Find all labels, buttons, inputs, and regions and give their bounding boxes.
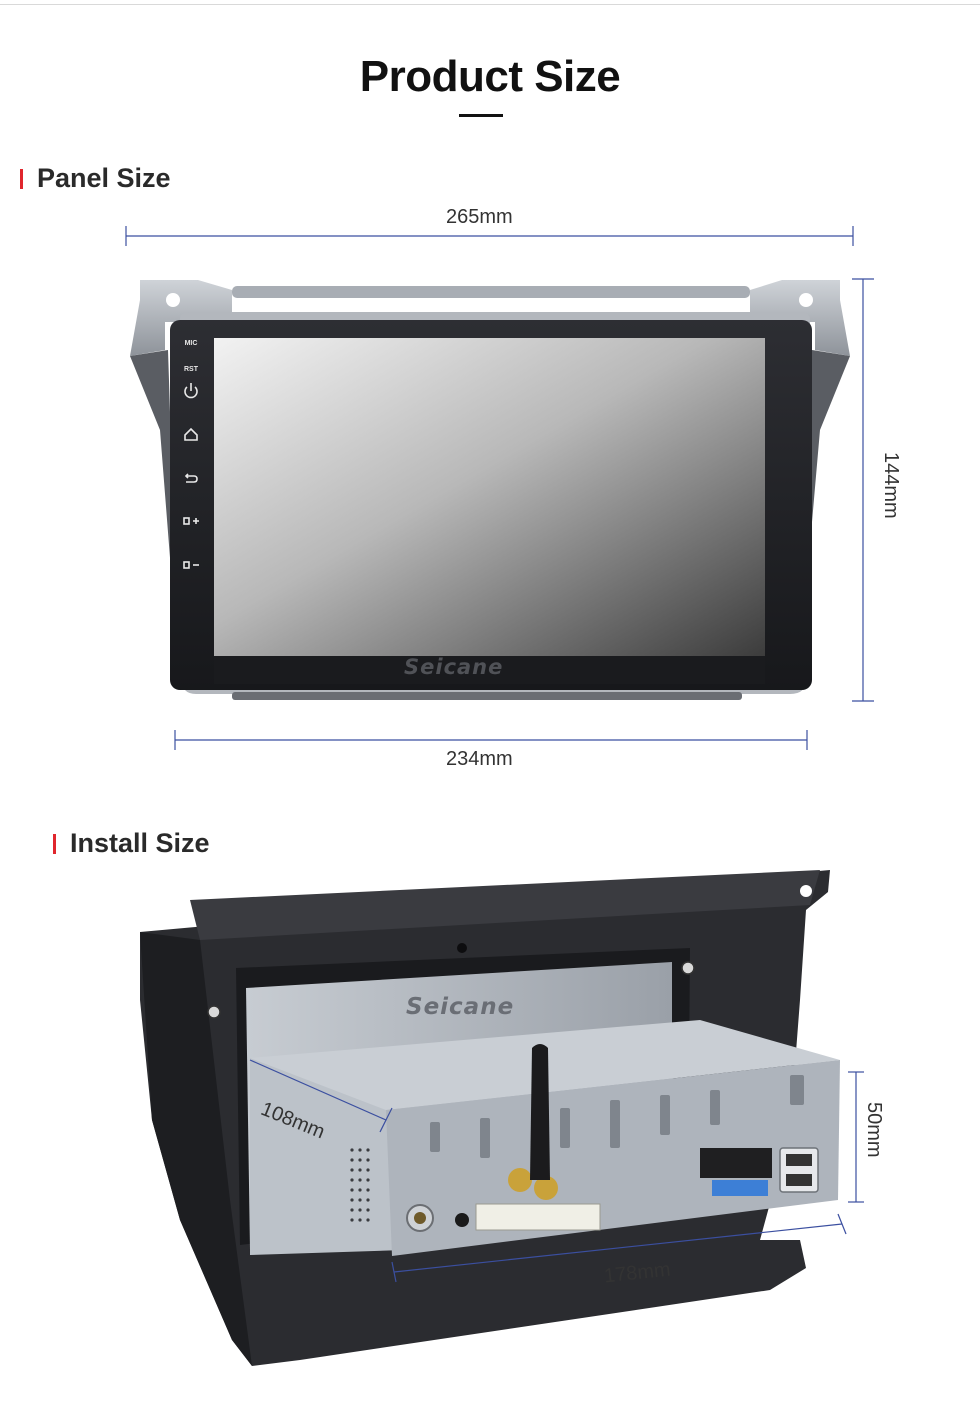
panel-width-bottom-label: 234mm [446, 748, 513, 770]
antenna-socket-core [414, 1212, 426, 1224]
page-title: Product Size [359, 52, 621, 101]
mic-label: MIC [184, 340, 198, 347]
panel-screen [214, 338, 765, 656]
panel-width-top-dimension [125, 226, 854, 246]
panel-width-top-label: 265mm [446, 206, 513, 228]
install-brand-logo: Seicane [406, 994, 515, 1020]
wire-harness-connector [475, 1203, 601, 1231]
install-size-heading: Install Size [53, 828, 210, 859]
iso-connector [700, 1148, 772, 1178]
volume-up-icon [183, 517, 199, 525]
panel-width-bottom-dimension [174, 730, 808, 750]
frame-screw-left [207, 1005, 221, 1019]
install-depth-dimension [249, 1059, 393, 1133]
power-icon [184, 383, 198, 399]
panel-unit [130, 280, 850, 700]
bottom-ridge [232, 692, 742, 700]
heading-accent-bar [20, 168, 23, 189]
panel-size-heading: Panel Size [20, 163, 171, 194]
left-mount-hole [166, 293, 180, 307]
panel-size-heading-text: Panel Size [37, 163, 171, 193]
right-mount-hole [799, 293, 813, 307]
panel-brand-logo: Seicane [404, 655, 504, 679]
panel-height-label: 144mm [880, 452, 902, 519]
left-side-sweep [130, 350, 178, 660]
home-icon [184, 427, 198, 441]
top-strip [232, 286, 750, 298]
bezel-left-side [140, 932, 252, 1366]
frame-hole [457, 943, 467, 953]
bezel-top-edge [190, 870, 820, 940]
bezel-icons [183, 383, 199, 569]
usb-port-2 [786, 1174, 812, 1186]
heading-accent-bar [53, 833, 56, 854]
rear-hole [455, 1213, 469, 1227]
gold-adapter [508, 1168, 532, 1192]
back-icon [184, 473, 198, 483]
install-height-dimension [848, 1071, 864, 1203]
wifi-antenna [530, 1044, 550, 1180]
usb-port-1 [786, 1154, 812, 1166]
gold-adapter-2 [534, 1176, 558, 1200]
rst-label: RST [184, 366, 198, 373]
back-slots [430, 1075, 804, 1158]
side-vents [350, 1148, 370, 1222]
unit-side [250, 1058, 404, 1255]
frame-mount-hole [800, 885, 812, 897]
top-divider [0, 4, 980, 5]
right-side-sweep [800, 350, 850, 660]
frame-screw-right [681, 961, 695, 975]
title-underline [459, 114, 503, 117]
volume-down-icon [183, 561, 199, 569]
install-chassis [246, 962, 840, 1256]
install-width-dimension [391, 1213, 847, 1283]
install-height-label: 50mm [863, 1102, 885, 1158]
fuse-block [712, 1180, 768, 1196]
install-size-heading-text: Install Size [70, 828, 210, 858]
screen-chin [214, 656, 765, 684]
panel-height-dimension [852, 278, 874, 702]
